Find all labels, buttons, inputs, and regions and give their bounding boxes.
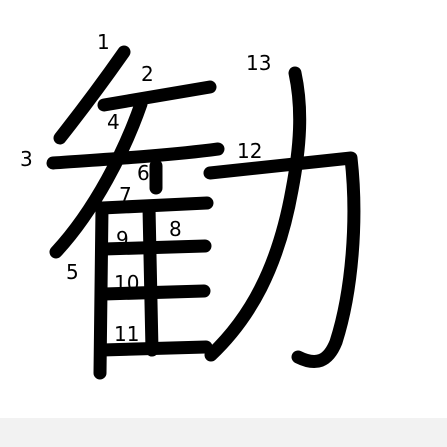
stroke-number-2: 2 <box>141 62 154 86</box>
stroke-3 <box>46 142 225 170</box>
stroke-13 <box>204 66 307 362</box>
stroke-number-4: 4 <box>107 110 120 134</box>
stroke-1 <box>53 45 131 145</box>
stroke-number-5: 5 <box>66 260 79 284</box>
stroke-11 <box>95 340 213 357</box>
stroke-number-7: 7 <box>119 183 132 207</box>
stroke-number-12: 12 <box>237 139 262 163</box>
stroke-number-9: 9 <box>116 227 129 251</box>
stroke-12 <box>203 151 361 368</box>
stroke-number-13: 13 <box>246 51 271 75</box>
stroke-10 <box>97 284 211 301</box>
stroke-number-3: 3 <box>20 147 33 171</box>
stroke-4 <box>49 97 148 259</box>
bottom-band <box>0 418 447 447</box>
stroke-number-8: 8 <box>169 217 182 241</box>
stroke-9 <box>142 201 159 357</box>
stroke-number-1: 1 <box>97 30 110 54</box>
stroke-2 <box>97 80 217 112</box>
stroke-number-6: 6 <box>137 161 150 185</box>
stroke-number-11: 11 <box>114 322 139 346</box>
stroke-number-10: 10 <box>114 271 139 295</box>
